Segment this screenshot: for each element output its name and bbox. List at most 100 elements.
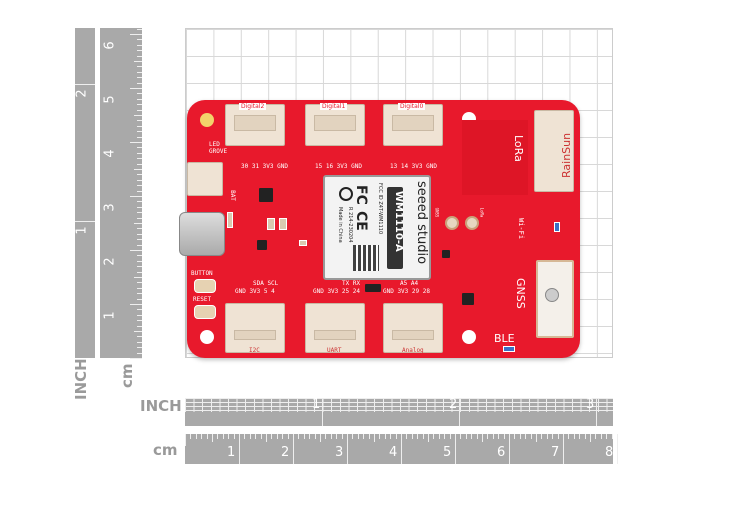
mounting-hole [462,330,476,344]
horizontal-inch-label: INCH [140,397,182,415]
ruler-tick [530,434,532,439]
ruler-tick [137,228,142,230]
ruler-tick [137,201,142,203]
module-fcc-id: FCC ID Z4T-WM1110 [377,183,383,235]
ufl-connector-lora[interactable] [465,216,479,230]
ruler-tick [417,434,419,439]
ce-logo: CE [353,211,369,231]
ruler-tick [137,163,142,165]
ruler-tick [137,347,142,349]
led-label: LED [209,141,220,148]
digital2-label: Digital2 [239,103,267,110]
ruler-divider [75,221,95,222]
ruler-tick [514,434,516,439]
ruler-tick [137,152,142,154]
ruler-tick [384,434,386,439]
ruler-tick [137,109,142,111]
analog-pins: GND 3V3 29 28 [383,288,430,295]
user-button[interactable] [194,279,216,293]
ufl-connector-gnss[interactable] [445,216,459,230]
digital0-label: Digital0 [398,103,426,110]
ruler-tick [536,434,537,442]
ruler-tick [519,434,521,439]
button-label: BUTTON [191,270,213,277]
reset-button[interactable] [194,305,216,319]
digital0-connector[interactable] [383,104,443,146]
ruler-tick [433,434,435,439]
gnss-small-label: GNSS [434,207,440,218]
ic-chip [257,240,267,250]
ruler-tick [137,282,142,284]
ruler-tick [137,174,142,176]
usb-c-port[interactable] [179,212,225,256]
ruler-tick [134,169,142,170]
analog-connector[interactable] [383,303,443,353]
reset-label: RESET [193,296,212,303]
a5-a4-label: A5 A4 [400,280,419,287]
cm-tick-label: 6 [102,41,118,50]
ruler-tick [406,434,408,439]
ruler-divider [459,398,460,426]
ruler-tick [552,434,554,439]
analog-label: Analog [402,347,424,354]
i2c-connector[interactable] [225,303,285,353]
cm-tick-label: 7 [551,445,560,460]
ruler-tick [134,61,142,62]
ruler-tick [137,44,142,46]
ruler-divider [596,398,597,426]
ruler-tick [137,320,142,322]
ruler-tick [137,158,142,160]
ruler-tick [476,434,478,439]
digital1-label: Digital1 [320,103,348,110]
ic-chip [259,188,273,202]
module-ic: R 214-230204 [347,207,353,243]
i2c-label: I2C [249,347,260,354]
gnss-label: GNSS [514,278,527,309]
ruler-tick [137,260,142,262]
ruler-tick [611,434,613,439]
ruler-tick [137,244,142,246]
lora-small-label: LoRa [479,207,485,218]
ruler-tick [130,196,142,197]
ruler-tick [137,131,142,133]
digital2-connector[interactable] [225,104,285,146]
ruler-tick [579,434,581,439]
ruler-tick [137,147,142,149]
ruler-tick [137,217,142,219]
cm-tick-label: 3 [102,203,118,212]
horizontal-cm-label: cm [153,441,178,459]
ruler-tick [137,28,142,30]
ruler-tick [503,434,505,439]
ruler-tick [137,82,142,84]
ruler-tick [471,434,473,439]
ruler-tick [137,212,142,214]
cm-tick-label: 4 [389,445,398,460]
vertical-inch-label: INCH [72,358,90,400]
ruler-tick [206,434,208,439]
ruler-tick [568,434,570,439]
bat-label: BAT [228,190,236,201]
digital1-connector[interactable] [305,104,365,146]
battery-connector[interactable] [187,162,223,196]
ruler-divider [293,434,294,464]
ruler-divider [509,434,510,464]
ruler-tick [395,434,397,439]
ruler-tick [222,434,224,439]
ruler-tick [137,293,142,295]
uart-connector[interactable] [305,303,365,353]
ruler-tick [411,434,413,439]
ruler-tick [482,434,483,442]
ruler-tick [276,434,278,439]
ruler-tick [137,179,142,181]
module-brand: seeed studio [414,181,429,265]
digital2-pins: 30 31 3V3 GND [241,163,288,170]
ruler-tick [336,434,338,439]
ruler-tick [228,434,230,439]
ruler-tick [314,434,316,439]
ruler-tick [137,352,142,354]
model-badge [387,187,403,269]
ruler-tick [444,434,446,439]
ruler-tick [573,434,575,439]
